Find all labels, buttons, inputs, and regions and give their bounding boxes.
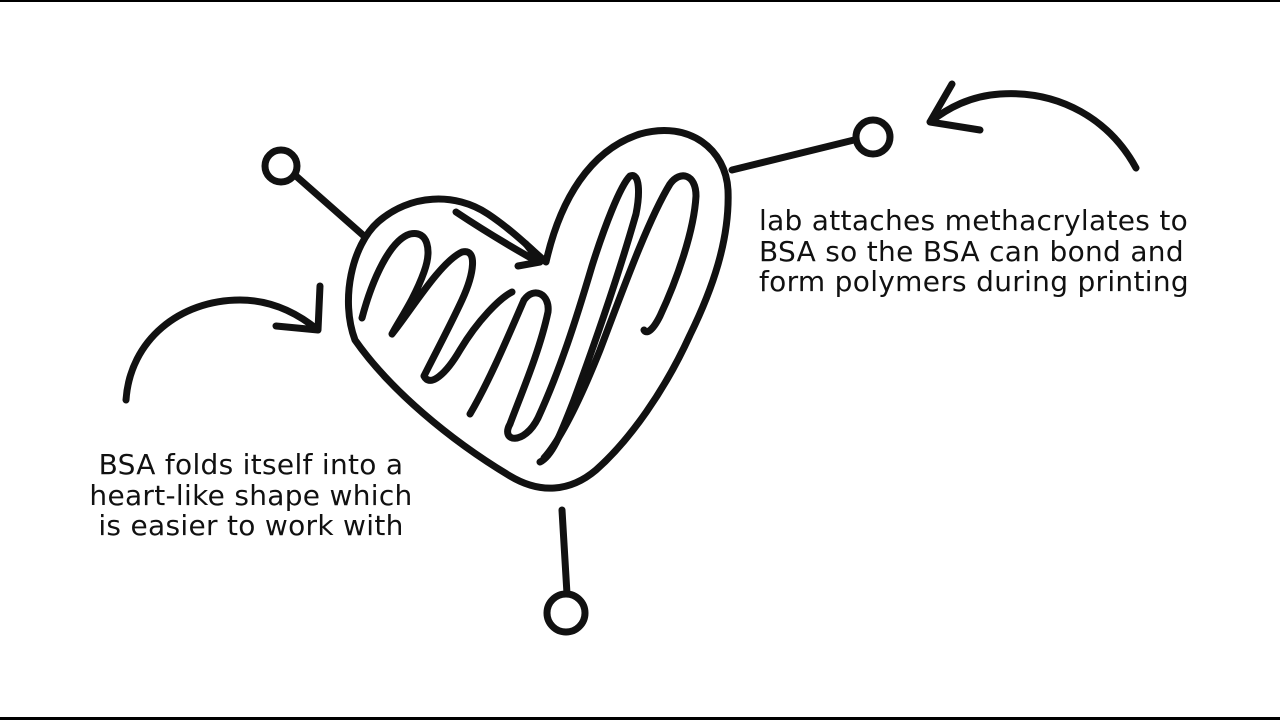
inner-arrow-icon	[452, 208, 544, 270]
methacrylate-stick-bottom	[558, 506, 571, 598]
fold-strand-3	[540, 172, 700, 462]
annotation-line: is easier to work with	[98, 509, 404, 542]
fold-strand-2	[466, 172, 642, 466]
methacrylate-annotation: lab attaches methacrylates to BSA so the…	[759, 204, 1189, 298]
methacrylate-ball-top-right	[852, 116, 894, 158]
arrow-to-heart-icon	[122, 282, 324, 404]
annotation-line: heart-like shape which	[89, 478, 413, 512]
heart-outline	[345, 127, 732, 492]
folding-annotation: BSA folds itself into a heart-like shape…	[66, 448, 436, 542]
annotation-line: BSA so the BSA can bond and	[759, 234, 1184, 268]
methacrylate-stick-top-right	[728, 136, 858, 174]
arrow-to-methacrylate-icon	[926, 80, 1140, 172]
annotation-line: lab attaches methacrylates to	[759, 204, 1189, 237]
fold-strand-1	[358, 230, 516, 384]
methacrylate-ball-top-left	[261, 146, 301, 186]
methacrylate-stick-top-left	[292, 172, 368, 240]
annotation-line: BSA folds itself into a	[98, 448, 404, 481]
methacrylate-ball-bottom	[543, 590, 589, 636]
annotation-line: form polymers during printing	[759, 265, 1189, 298]
